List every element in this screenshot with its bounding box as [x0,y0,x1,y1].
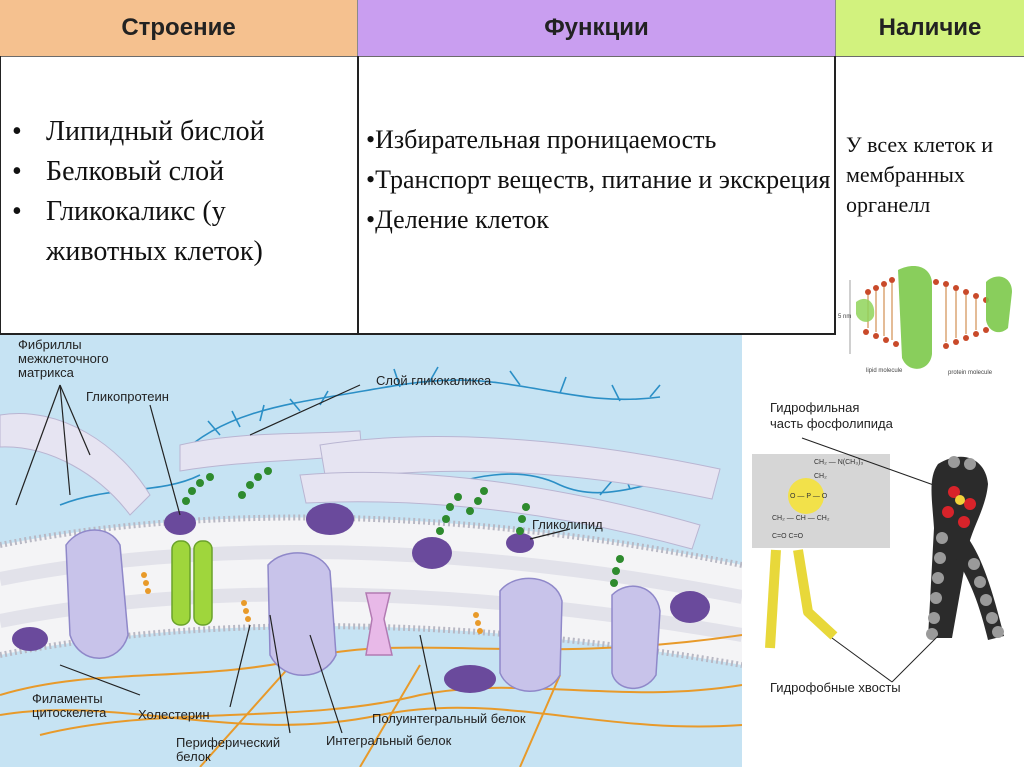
formula-line4: CH₂ — CH — CH₂ [772,515,830,522]
bilayer-thumbnail: 5 nm lipid molecule protein molecule [836,262,1022,388]
label-semi-integral: Полуинтегральный белок [372,711,526,726]
structure-item-glycocalyx: •Гликокаликс (у животных клеток) [0,192,352,272]
thumb-side-label: 5 nm [838,314,851,320]
label-glycocalyx: Слой гликокаликса [376,373,492,388]
thumb-bottom-label-lipid: lipid molecule [866,368,903,374]
header-functions-label: Функции [544,14,649,42]
functions-list: •Избирательная проницаемость •Транспорт … [366,120,831,240]
presence-text: У всех клеток и мембранных органелл [846,130,1022,220]
structure-item-lipid: •Липидный бислой [0,112,352,152]
function-item-transport: •Транспорт веществ, питание и экскреция [366,160,831,200]
label-peripheral-1: Периферический [176,735,280,750]
header-divider [0,56,1024,57]
header-functions: Функции [358,0,836,56]
label-peripheral-2: белок [176,749,211,764]
structure-item-protein: •Белковый слой [0,152,352,192]
formula-line5: C=O C=O [772,533,804,540]
header-structure-label: Строение [121,14,235,42]
label-fibrils-2: межклеточного [18,351,109,366]
header-structure: Строение [0,0,358,56]
function-item-division: •Деление клеток [366,200,831,240]
label-glycolipid: Гликолипид [532,517,603,532]
label-glycoprotein: Гликопротеин [86,389,169,404]
thumb-bottom-label-protein: protein molecule [948,370,993,376]
membrane-diagram: Фибриллы межклеточного матрикса Гликопро… [0,335,742,767]
cell-border-mid1 [357,56,359,334]
label-filaments-2: цитоскелета [32,705,107,720]
formula-line3: O — P — O [790,493,828,500]
label-fibrils-3: матрикса [18,365,75,380]
structure-list: •Липидный бислой •Белковый слой •Гликока… [0,112,352,272]
label-filaments-1: Филаменты [32,691,103,706]
label-fibrils-1: Фибриллы [18,337,82,352]
label-hydrophilic-1: Гидрофильная [770,400,859,415]
label-integral: Интегральный белок [326,733,452,748]
function-item-permeability: •Избирательная проницаемость [366,120,831,160]
formula-line1: CH₂ — N(CH₃)₃ [814,459,863,466]
label-cholesterol: Холестерин [138,707,210,722]
phospholipid-diagram: Гидрофильная часть фосфолипида CH₂ — N(C… [742,388,1024,767]
header-presence-label: Наличие [879,14,982,42]
formula-line2: CH₂ [814,473,827,480]
label-hydrophilic-2: часть фосфолипида [770,416,894,431]
header-presence: Наличие [836,0,1024,56]
label-hydrophobic: Гидрофобные хвосты [770,680,901,695]
